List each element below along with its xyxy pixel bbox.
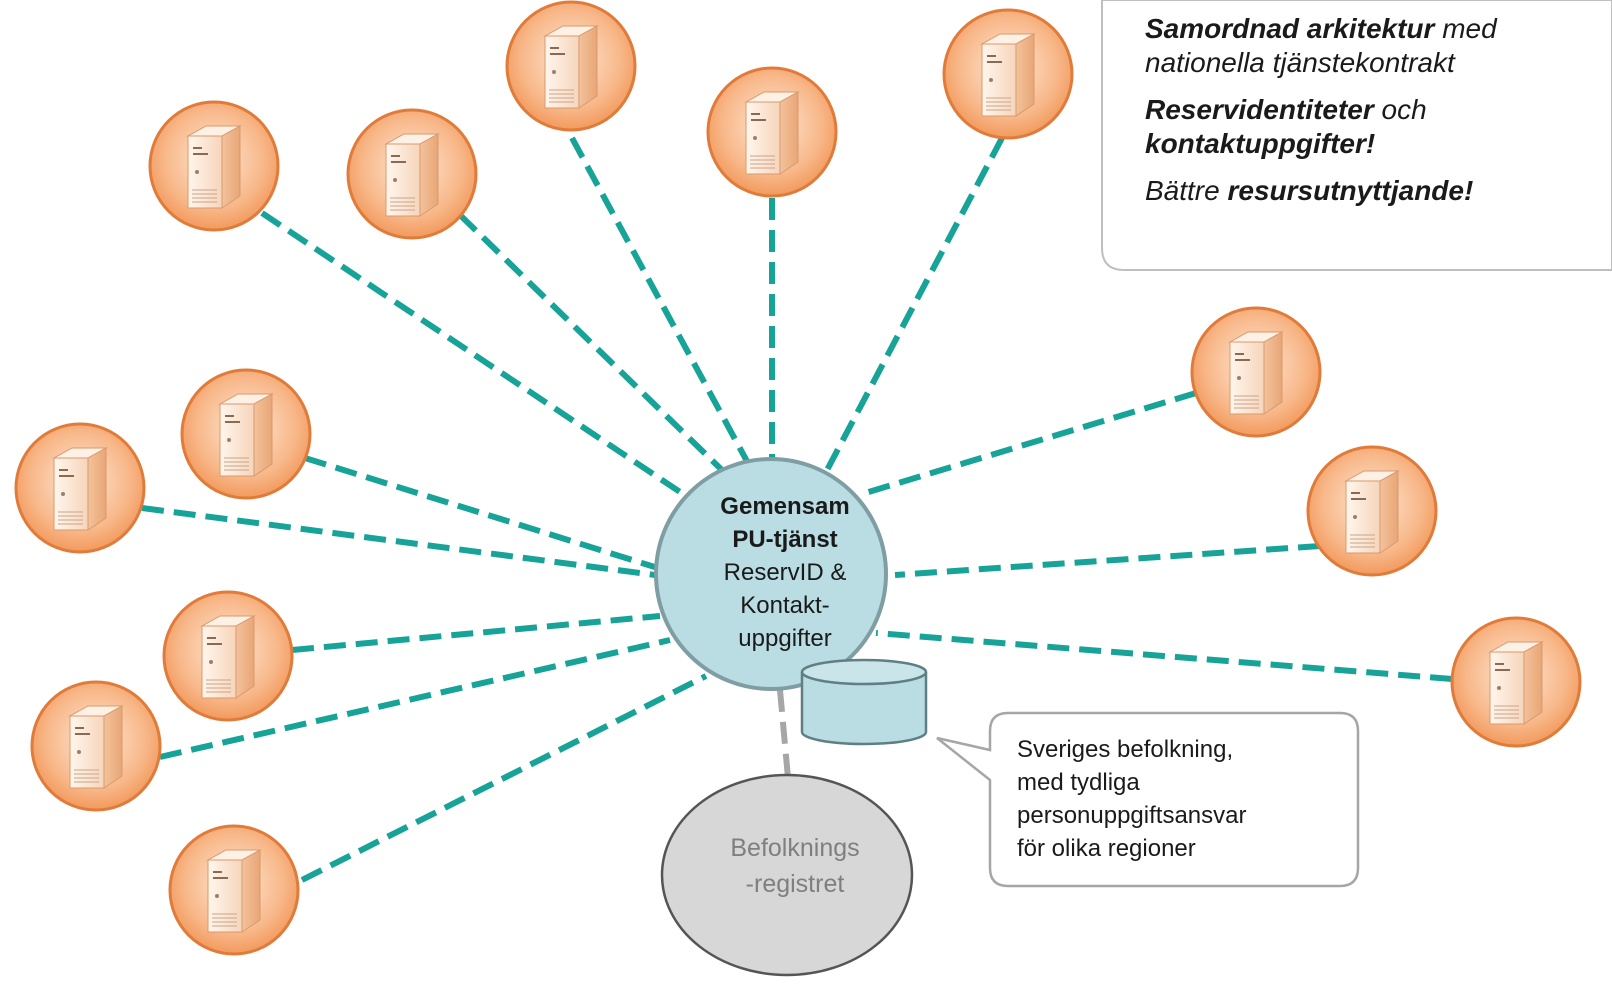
callout-line1: Sveriges befolkning, — [1017, 736, 1234, 763]
hub-label: Gemensam PU-tjänst ReservID & Kontakt- u… — [660, 490, 910, 655]
hub-line4: Kontakt- — [740, 592, 830, 619]
server-icon — [505, 0, 637, 132]
benefit-3-plain: Bättre — [1145, 175, 1228, 206]
connector — [159, 637, 671, 760]
server-icon — [942, 8, 1074, 140]
server-icon — [1190, 306, 1322, 438]
connector — [861, 390, 1197, 497]
benefit-2-rest: och — [1373, 94, 1427, 125]
connector — [300, 673, 708, 883]
connector — [141, 505, 656, 578]
pu-service-hub — [654, 457, 888, 691]
server-icon — [346, 108, 478, 240]
registry-callout-text: Sveriges befolkning, med tydliga personu… — [1017, 733, 1337, 865]
connector — [894, 543, 1321, 578]
connector — [457, 212, 729, 477]
connector — [823, 136, 1005, 474]
connector — [260, 210, 712, 515]
registry-line2: -registret — [745, 870, 845, 898]
registry-line1: Befolknings — [730, 834, 860, 862]
hub-title-line1: Gemensam — [720, 493, 850, 520]
connector — [291, 613, 661, 653]
server-icon — [1450, 616, 1582, 748]
server-icon — [14, 422, 146, 554]
server-icon — [148, 100, 280, 232]
hub-title-line2: PU-tjänst — [732, 526, 838, 553]
hub-line3: ReservID & — [723, 559, 847, 586]
benefit-2-bold: Reservidentiteter — [1145, 94, 1374, 125]
benefit-3-bold: resursutnyttjande! — [1227, 175, 1474, 206]
registry-link — [777, 689, 791, 779]
server-icon — [162, 590, 294, 722]
benefit-item-architecture: Samordnad arkitektur med nationella tjän… — [1145, 12, 1612, 80]
benefits-callout-box — [1101, 0, 1612, 271]
callout-line4: för olika regioner — [1017, 835, 1196, 862]
benefits-list: Samordnad arkitektur med nationella tjän… — [1145, 12, 1612, 221]
connector — [875, 630, 1453, 682]
connector — [304, 455, 659, 571]
server-icon — [30, 680, 162, 812]
database-cylinder-icon — [800, 658, 928, 746]
benefit-1-rest: med — [1434, 13, 1497, 44]
benefit-item-resources: Bättre resursutnyttjande! — [1145, 174, 1612, 208]
benefit-1-bold: Samordnad arkitektur — [1145, 13, 1435, 44]
server-icon — [180, 368, 312, 500]
server-icon — [1306, 445, 1438, 577]
connectors — [141, 136, 1453, 883]
hub-line5: uppgifter — [738, 625, 832, 652]
benefit-2-line2: kontaktuppgifter! — [1145, 128, 1376, 159]
registry-label: Befolknings -registret — [690, 830, 900, 902]
connector — [569, 136, 752, 467]
callout-line3: personuppgiftsansvar — [1017, 802, 1247, 829]
benefit-item-identities: Reservidentiteter och kontaktuppgifter! — [1145, 93, 1612, 161]
population-registry — [660, 773, 914, 977]
callout-line2: med tydliga — [1017, 769, 1140, 796]
benefit-1-line2: nationella tjänstekontrakt — [1145, 47, 1455, 78]
registry-callout-bubble — [936, 711, 1360, 888]
server-icon — [706, 66, 838, 198]
server-icon — [168, 824, 300, 956]
